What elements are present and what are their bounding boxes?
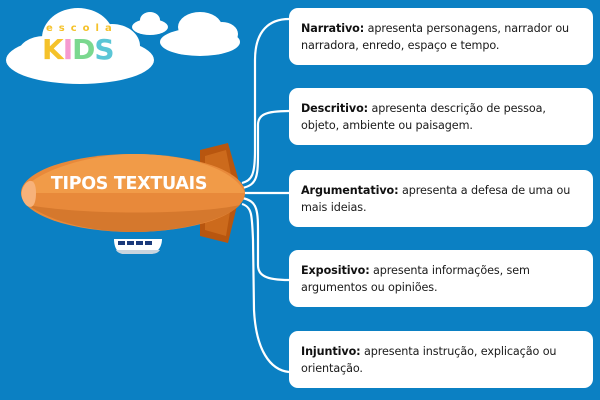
type-text: Expositivo: apresenta informações, sem a… [301, 262, 583, 296]
type-box-argumentativo: Argumentativo: apresenta a defesa de uma… [289, 170, 593, 227]
type-box-expositivo: Expositivo: apresenta informações, sem a… [289, 250, 593, 307]
blimp-icon [21, 154, 245, 232]
logo-letter-d: D [72, 33, 95, 66]
type-text: Narrativo: apresenta personagens, narrad… [301, 20, 583, 54]
type-description: apresenta personagens, narrador ou narra… [301, 21, 570, 52]
type-description: apresenta descrição de pessoa, objeto, a… [301, 101, 546, 132]
type-description: apresenta informações, sem argumentos ou… [301, 263, 530, 294]
type-term: Descritivo: [301, 101, 369, 115]
type-term: Expositivo: [301, 263, 370, 277]
type-description: apresenta a defesa de uma ou mais ideias… [301, 183, 571, 214]
logo-escola-text: escola [46, 23, 118, 34]
cloud-icon [6, 8, 154, 84]
type-box-narrativo: Narrativo: apresenta personagens, narrad… [289, 8, 593, 65]
connector-lines [241, 17, 290, 374]
logo-kids: KIDS [42, 33, 115, 66]
small-cloud-icon [132, 12, 168, 35]
logo-letter-k: K [42, 33, 64, 66]
blimp-gondola [114, 239, 162, 254]
center-label: TIPOS TEXTUAIS [50, 174, 208, 194]
type-term: Argumentativo: [301, 183, 399, 197]
type-description: apresenta instrução, explicação ou orien… [301, 344, 557, 375]
logo-letter-s: S [94, 33, 114, 66]
cloud-icon [160, 12, 240, 56]
type-text: Argumentativo: apresenta a defesa de uma… [301, 182, 583, 216]
type-term: Narrativo: [301, 21, 365, 35]
type-text: Descritivo: apresenta descrição de pesso… [301, 100, 583, 134]
logo-letter-i: I [62, 33, 73, 66]
type-term: Injuntivo: [301, 344, 361, 358]
type-text: Injuntivo: apresenta instrução, explicaç… [301, 343, 583, 377]
type-box-descritivo: Descritivo: apresenta descrição de pesso… [289, 88, 593, 145]
type-box-injuntivo: Injuntivo: apresenta instrução, explicaç… [289, 331, 593, 388]
